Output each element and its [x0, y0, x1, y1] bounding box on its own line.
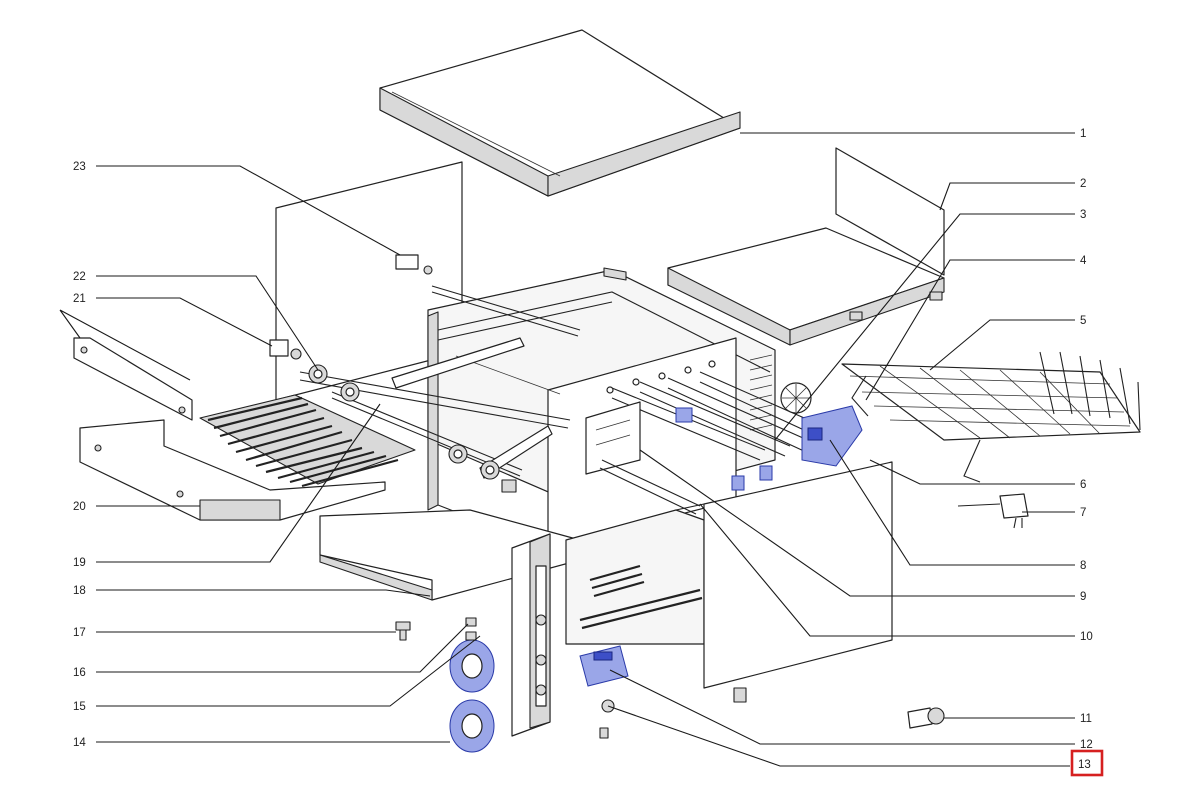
control-knob-14	[449, 699, 495, 753]
label-1: 1	[1080, 128, 1086, 140]
label-14: 14	[73, 737, 86, 749]
power-cord	[957, 493, 1029, 529]
control-knob-15	[449, 639, 495, 693]
label-18: 18	[73, 585, 86, 597]
wire-rack	[841, 351, 1141, 483]
right-housing	[675, 461, 893, 703]
label-22: 22	[73, 271, 86, 283]
indicator-light	[907, 707, 945, 729]
bracket-23	[395, 254, 433, 275]
bushing-21	[269, 339, 302, 360]
label-5: 5	[1080, 315, 1086, 327]
right-side-panel	[667, 147, 945, 346]
label-8: 8	[1080, 560, 1086, 572]
label-9: 9	[1080, 591, 1086, 603]
control-panel	[511, 533, 551, 737]
label-4: 4	[1080, 255, 1087, 267]
screw-13	[599, 699, 615, 739]
crumb-tray-20	[79, 419, 386, 521]
label-10: 10	[1080, 631, 1093, 643]
screws-16	[465, 617, 477, 641]
label-23: 23	[73, 161, 86, 173]
chassis-holes	[606, 360, 716, 394]
leader-lines	[59, 132, 1075, 767]
label-21: 21	[73, 293, 86, 305]
chassis-vents	[749, 354, 773, 431]
label-7: 7	[1080, 507, 1086, 519]
top-cover	[379, 29, 741, 197]
left-guide-rail	[73, 337, 193, 421]
conveyor-axles	[299, 285, 581, 493]
label-17: 17	[73, 627, 86, 639]
heating-elements	[585, 371, 837, 515]
foot-17	[395, 621, 411, 641]
label-19: 19	[73, 557, 86, 569]
label-13: 13	[1078, 759, 1091, 771]
label-15: 15	[73, 701, 86, 713]
conveyor-belt	[199, 394, 416, 488]
label-12: 12	[1080, 739, 1093, 751]
label-16: 16	[73, 667, 86, 679]
label-6: 6	[1080, 479, 1086, 491]
part-number-labels: 1 2 3 4 5 6 7 8 9 10 11 12 13 14 15 16 1…	[73, 128, 1104, 777]
label-2: 2	[1080, 178, 1086, 190]
label-20: 20	[73, 501, 86, 513]
highlight-box	[1070, 749, 1104, 777]
label-11: 11	[1080, 713, 1092, 725]
timer-switch	[579, 645, 629, 687]
label-3: 3	[1080, 209, 1086, 221]
